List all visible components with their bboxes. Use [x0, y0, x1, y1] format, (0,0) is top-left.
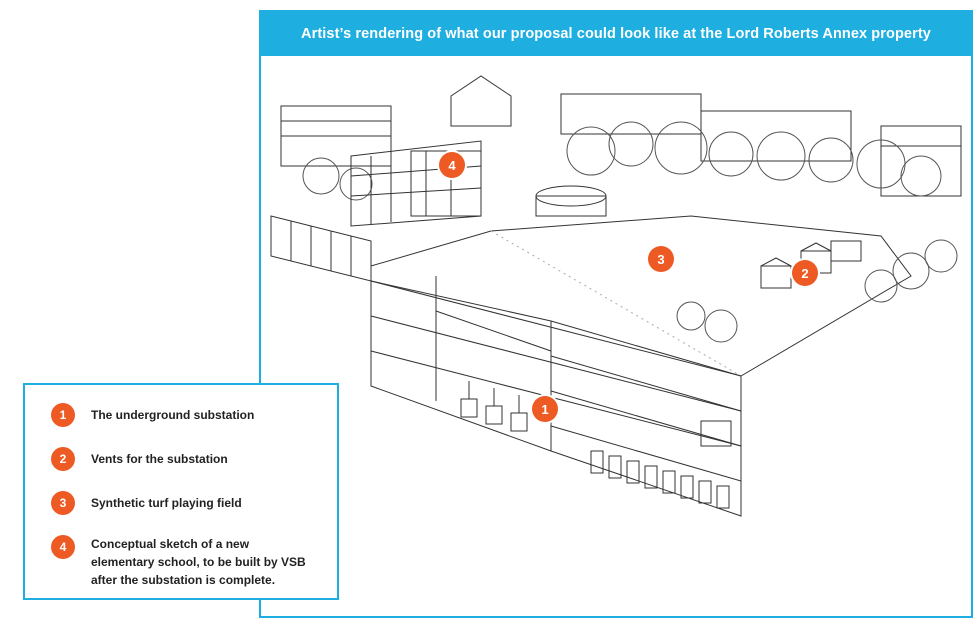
rendering-frame: Artist’s rendering of what our proposal …	[259, 10, 973, 618]
playing-field-sketch	[370, 215, 912, 377]
school-building-sketch	[350, 140, 607, 227]
marker-playing-field: 3	[648, 246, 674, 272]
underground-substation-cutaway	[370, 276, 742, 517]
side-vegetation	[676, 239, 958, 343]
legend-item-text: Conceptual sketch of a new elementary sc…	[91, 537, 306, 587]
legend-box: 1 The underground substation 2 Vents for…	[23, 383, 339, 600]
legend-item-school: 4 Conceptual sketch of a new elementary …	[51, 535, 311, 589]
legend-number-badge: 3	[51, 491, 75, 515]
marker-school: 4	[439, 152, 465, 178]
legend-number-badge: 4	[51, 535, 75, 559]
legend-item-turf-field: 3 Synthetic turf playing field	[51, 491, 311, 515]
marker-vents: 2	[792, 260, 818, 286]
legend-number-badge: 1	[51, 403, 75, 427]
background-trees	[302, 121, 942, 201]
site-sketch-illustration	[270, 75, 962, 517]
rendering-title-banner: Artist’s rendering of what our proposal …	[261, 12, 971, 56]
legend-item-text: Vents for the substation	[91, 452, 228, 466]
legend-item-text: The underground substation	[91, 408, 255, 422]
background-buildings	[280, 75, 962, 197]
marker-substation: 1	[532, 396, 558, 422]
rendering-title: Artist’s rendering of what our proposal …	[301, 26, 931, 42]
legend-item-substation: 1 The underground substation	[51, 403, 311, 427]
legend-item-vents: 2 Vents for the substation	[51, 447, 311, 471]
legend-number-badge: 2	[51, 447, 75, 471]
legend-item-text: Synthetic turf playing field	[91, 496, 242, 510]
